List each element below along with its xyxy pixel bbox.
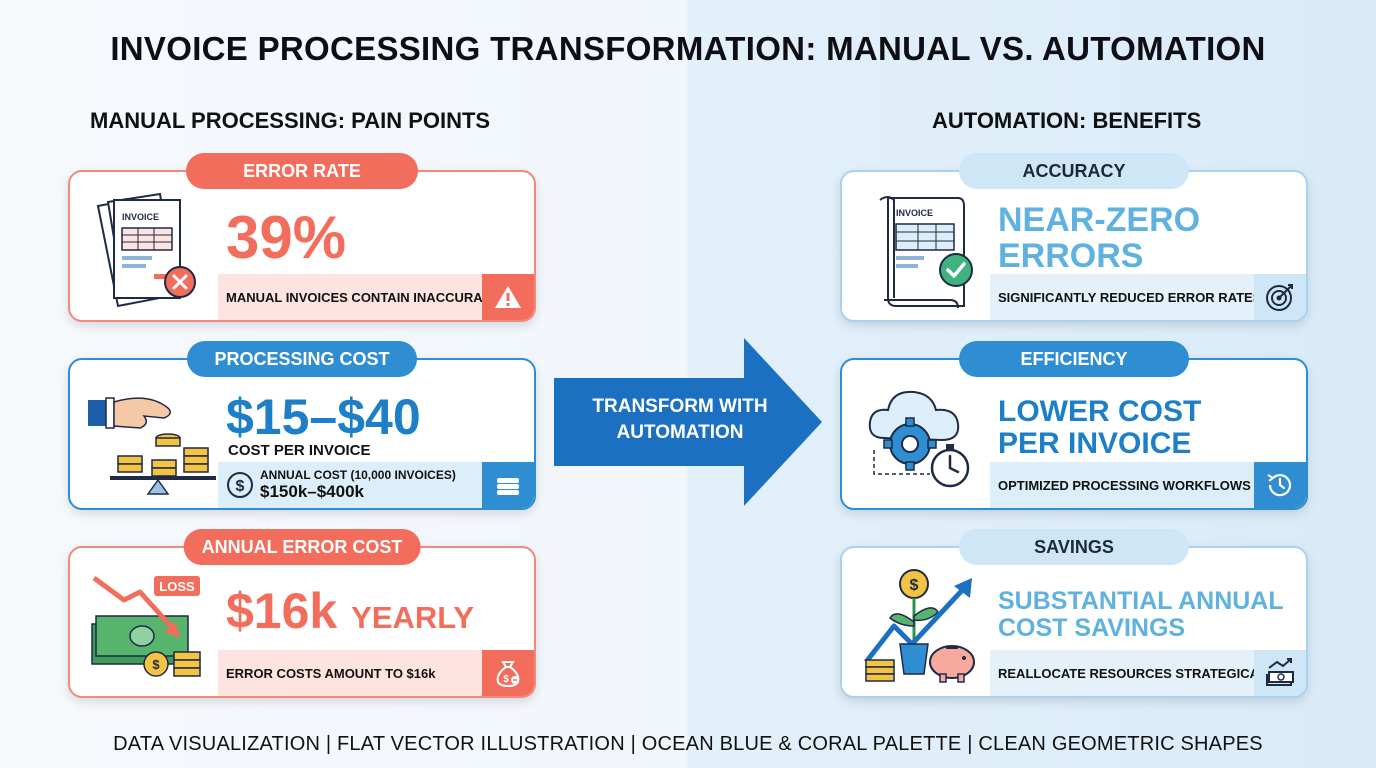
annual-cost-label: ANNUAL COST (10,000 INVOICES) xyxy=(260,468,456,482)
savings-note: REALLOCATE RESOURCES STRATEGICALLY xyxy=(998,665,1283,681)
loss-badge-text: LOSS xyxy=(159,579,195,594)
accuracy-card: ACCURACY INVOICE NEAR-ZERO ERRORS SIGNIF… xyxy=(840,153,1308,322)
transform-arrow: TRANSFORM WITH AUTOMATION xyxy=(554,338,822,506)
loss-badge: LOSS xyxy=(154,576,200,596)
error-rate-card: ERROR RATE INVOICE 39% MANUAL INVOICES C… xyxy=(68,153,536,322)
processing-cost-card: PROCESSING COST $15–$40 COST PER INVOICE… xyxy=(68,341,536,510)
efficiency-note: OPTIMIZED PROCESSING WORKFLOWS xyxy=(998,477,1251,493)
annual-error-cost-note: ERROR COSTS AMOUNT TO $16k xyxy=(226,665,436,681)
savings-headline-line1: SUBSTANTIAL ANNUAL xyxy=(998,587,1284,615)
money-bag-icon: $ xyxy=(482,650,534,696)
processing-cost-value: $15–$40 xyxy=(226,389,421,445)
page-title: INVOICE PROCESSING TRANSFORMATION: MANUA… xyxy=(110,30,1266,67)
annual-error-cost-value: $16k YEARLY xyxy=(226,586,474,636)
target-icon xyxy=(1254,274,1306,320)
coin-stack-icon xyxy=(482,462,534,508)
arrow-label-line1: TRANSFORM WITH xyxy=(592,396,768,417)
dollar-coin-icon: $ xyxy=(899,569,929,599)
accuracy-note-strip: SIGNIFICANTLY REDUCED ERROR RATES xyxy=(990,274,1306,320)
efficiency-note-strip: OPTIMIZED PROCESSING WORKFLOWS xyxy=(990,462,1306,508)
annual-error-cost-pill: ANNUAL ERROR COST xyxy=(183,529,421,565)
accuracy-note: SIGNIFICANTLY REDUCED ERROR RATES xyxy=(998,289,1262,305)
coin-stack-small-icon xyxy=(173,651,201,677)
accuracy-pill: ACCURACY xyxy=(959,153,1189,189)
workflow-line xyxy=(873,450,930,475)
invoice-doc-label: INVOICE xyxy=(122,212,159,222)
annual-error-cost-suffix: YEARLY xyxy=(351,600,475,635)
arrow-label-line2: AUTOMATION xyxy=(616,422,744,443)
efficiency-headline-line1: LOWER COST xyxy=(998,395,1202,428)
processing-cost-pill: PROCESSING COST xyxy=(187,341,417,377)
svg-text:$: $ xyxy=(503,674,509,685)
annual-cost-strip: ANNUAL COST (10,000 INVOICES) $150k–$400… xyxy=(218,462,534,508)
money-loss-illustration: LOSS $ xyxy=(91,575,201,677)
manual-section-heading: MANUAL PROCESSING: PAIN POINTS xyxy=(90,108,491,133)
annual-cost-value: $150k–$400k xyxy=(260,482,365,501)
processing-cost-unit: COST PER INVOICE xyxy=(228,442,371,459)
savings-headline: SUBSTANTIAL ANNUAL COST SAVINGS xyxy=(998,588,1284,642)
gear-icon xyxy=(883,417,937,471)
invoice-check-illustration: INVOICE xyxy=(879,196,973,309)
dollar-circle-icon: $ xyxy=(227,472,253,498)
coin-icon: $ xyxy=(143,651,169,677)
arrow-label: TRANSFORM WITH AUTOMATION xyxy=(554,394,806,446)
annual-error-cost-note-strip: ERROR COSTS AMOUNT TO $16k xyxy=(218,650,534,696)
footer-caption: DATA VISUALIZATION | FLAT VECTOR ILLUSTR… xyxy=(113,733,1263,755)
piggy-bank-icon xyxy=(929,645,975,683)
efficiency-card: EFFICIENCY LOWER COST PER INVOICE OPTIMI… xyxy=(840,341,1308,510)
savings-growth-illustration: $ xyxy=(864,569,975,683)
invoice-document-icon xyxy=(96,192,181,308)
accuracy-doc-label: INVOICE xyxy=(896,208,933,218)
svg-text:$: $ xyxy=(910,577,919,594)
arrow-shape xyxy=(554,338,822,506)
hand-coins-illustration xyxy=(88,397,216,495)
cloud-gear-illustration xyxy=(868,390,970,488)
clock-icon xyxy=(1254,462,1306,508)
automation-section-heading: AUTOMATION: BENEFITS xyxy=(932,108,1202,133)
efficiency-headline-line2: PER INVOICE xyxy=(998,427,1192,460)
efficiency-pill: EFFICIENCY xyxy=(959,341,1189,377)
cash-stack-icon xyxy=(91,615,189,665)
svg-text:$: $ xyxy=(236,478,245,495)
warning-icon xyxy=(482,274,534,320)
downtrend-arrow-icon xyxy=(92,575,180,638)
efficiency-headline: LOWER COST PER INVOICE xyxy=(998,396,1201,460)
pot-icon xyxy=(899,643,929,675)
stopwatch-icon xyxy=(930,444,970,488)
annual-error-cost-card: ANNUAL ERROR COST LOSS $ $16k YEARLY ERR… xyxy=(68,529,536,698)
savings-note-strip: REALLOCATE RESOURCES STRATEGICALLY xyxy=(990,650,1306,696)
annual-error-cost-amount: $16k xyxy=(226,583,338,639)
accuracy-headline: NEAR-ZERO ERRORS xyxy=(998,202,1200,274)
svg-text:$: $ xyxy=(152,657,160,672)
savings-pill: SAVINGS xyxy=(959,529,1189,565)
accuracy-headline-line2: ERRORS xyxy=(998,237,1144,275)
plant-icon xyxy=(889,598,939,646)
error-rate-note: MANUAL INVOICES CONTAIN INACCURACIES xyxy=(226,289,513,305)
cash-growth-icon xyxy=(1254,650,1306,696)
hand-icon xyxy=(88,397,171,429)
growth-arrow-icon xyxy=(864,578,972,664)
error-rate-pill: ERROR RATE xyxy=(186,153,418,189)
invoice-error-illustration: INVOICE xyxy=(96,192,196,308)
error-rate-value: 39% xyxy=(226,204,347,271)
balance-scale-icon xyxy=(110,476,216,495)
cloud-icon xyxy=(868,390,960,442)
accuracy-headline-line1: NEAR-ZERO xyxy=(998,201,1201,239)
coin-stacks-icon xyxy=(117,433,209,477)
error-rate-note-strip: MANUAL INVOICES CONTAIN INACCURACIES xyxy=(218,274,534,320)
error-x-icon xyxy=(164,266,196,298)
coin-pile-icon xyxy=(865,659,895,682)
checkmark-icon xyxy=(939,253,973,287)
savings-headline-line2: COST SAVINGS xyxy=(998,614,1186,642)
savings-card: SAVINGS $ SUBSTA xyxy=(840,529,1308,698)
